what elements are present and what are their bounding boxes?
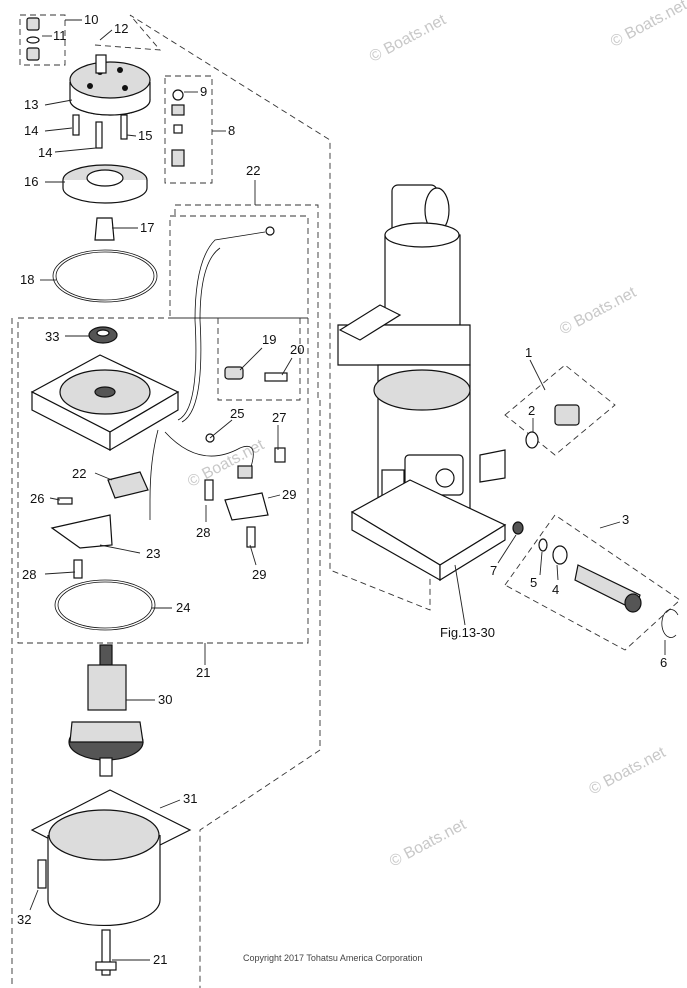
watermark-4: © Boats.net [557, 284, 639, 339]
callout-14b: 14 [38, 145, 52, 160]
fig-reference-label: Fig.13-30 [440, 625, 495, 640]
watermark-5: © Boats.net [387, 816, 469, 871]
callout-13: 13 [24, 97, 38, 112]
part-28-springs [57, 447, 286, 505]
outer-dash-right [199, 400, 321, 988]
callout-22: 22 [246, 163, 260, 178]
part-33-motor-yoke [30, 789, 192, 927]
callout-25: 23 [146, 546, 160, 561]
callout-33: 31 [183, 791, 197, 806]
callout-28b: 27 [272, 410, 286, 425]
tilt-cylinder-body [337, 184, 507, 582]
callout-labels: 10 11 12 13 14 14 15 16 17 18 33 9 8 22 … [17, 12, 667, 967]
part-14-15-bolts [72, 114, 128, 149]
callout-5: 5 [530, 575, 537, 590]
callout-18: 18 [20, 272, 34, 287]
callout-14a: 14 [24, 123, 38, 138]
callout-10: 10 [84, 12, 98, 27]
callout-32: 30 [158, 692, 172, 707]
parts-19-20-clamp-screw [224, 366, 288, 382]
outer-dash-cylinder [94, 14, 431, 611]
callout-29a: 28 [22, 567, 36, 582]
group-box-10 [19, 14, 66, 66]
callout-8: 8 [228, 123, 235, 138]
part-21-bolt [95, 929, 117, 976]
part-16-pump-plate [62, 164, 148, 204]
part-7-seal [512, 521, 524, 535]
callout-30: 29 [282, 487, 296, 502]
callout-27: 25 [230, 406, 244, 421]
watermark-6: © Boats.net [586, 744, 668, 799]
callout-15: 15 [138, 128, 152, 143]
group-box-8 [164, 75, 213, 184]
callout-9: 9 [200, 84, 207, 99]
callout-3: 3 [622, 512, 629, 527]
part-34-bolt [37, 859, 47, 889]
part-8-valve-assembly [171, 89, 185, 167]
callout-31: 33 [45, 329, 59, 344]
group-box-19-20 [217, 318, 301, 401]
group-box-23 [17, 317, 309, 644]
part-32-armature [68, 644, 144, 777]
watermark-1: © Boats.net [367, 11, 449, 66]
part-2-plug [525, 404, 580, 449]
callout-23: 21 [196, 665, 210, 680]
part-10-spool [26, 17, 40, 61]
callout-11: 11 [53, 28, 67, 43]
part-30-brush-plate [224, 492, 269, 521]
callout-1: 1 [525, 345, 532, 360]
part-6-circlip [661, 609, 679, 638]
callout-12: 12 [114, 21, 128, 36]
motor-end-cap [30, 354, 180, 452]
callout-21: 21 [153, 952, 167, 967]
callout-28a: 26 [30, 491, 44, 506]
part-17-coupling [94, 217, 115, 241]
callout-16: 16 [24, 174, 38, 189]
callout-2: 2 [528, 403, 535, 418]
callout-34: 32 [17, 912, 31, 927]
leader-lines [29, 19, 666, 961]
part-26-o-ring [54, 579, 156, 631]
watermark-3: © Boats.net [185, 436, 267, 491]
group-box-22 [169, 215, 309, 319]
callout-26: 24 [176, 600, 190, 615]
part-3-manual-valve [538, 538, 642, 613]
part-31-bearing [88, 326, 118, 344]
callout-24: 22 [72, 466, 86, 481]
brush-holder-wires [149, 429, 254, 520]
callout-17: 17 [140, 220, 154, 235]
part-18-o-ring [52, 249, 158, 303]
part-24-brush-holder [107, 471, 149, 499]
callout-20: 20 [290, 342, 304, 357]
wire-harness-22 [177, 226, 275, 423]
part-25-brush-plate [50, 514, 113, 549]
callout-7: 7 [490, 563, 497, 578]
callout-29b: 28 [196, 525, 210, 540]
outer-dash-top [174, 204, 319, 400]
callout-4: 4 [552, 582, 559, 597]
callout-6: 6 [660, 655, 667, 670]
callout-29c: 29 [252, 567, 266, 582]
watermark-2: © Boats.net [608, 0, 687, 51]
part-13-pump-housing [69, 54, 151, 116]
copyright-text: Copyright 2017 Tohatsu America Corporati… [243, 953, 422, 963]
callout-19: 19 [262, 332, 276, 347]
